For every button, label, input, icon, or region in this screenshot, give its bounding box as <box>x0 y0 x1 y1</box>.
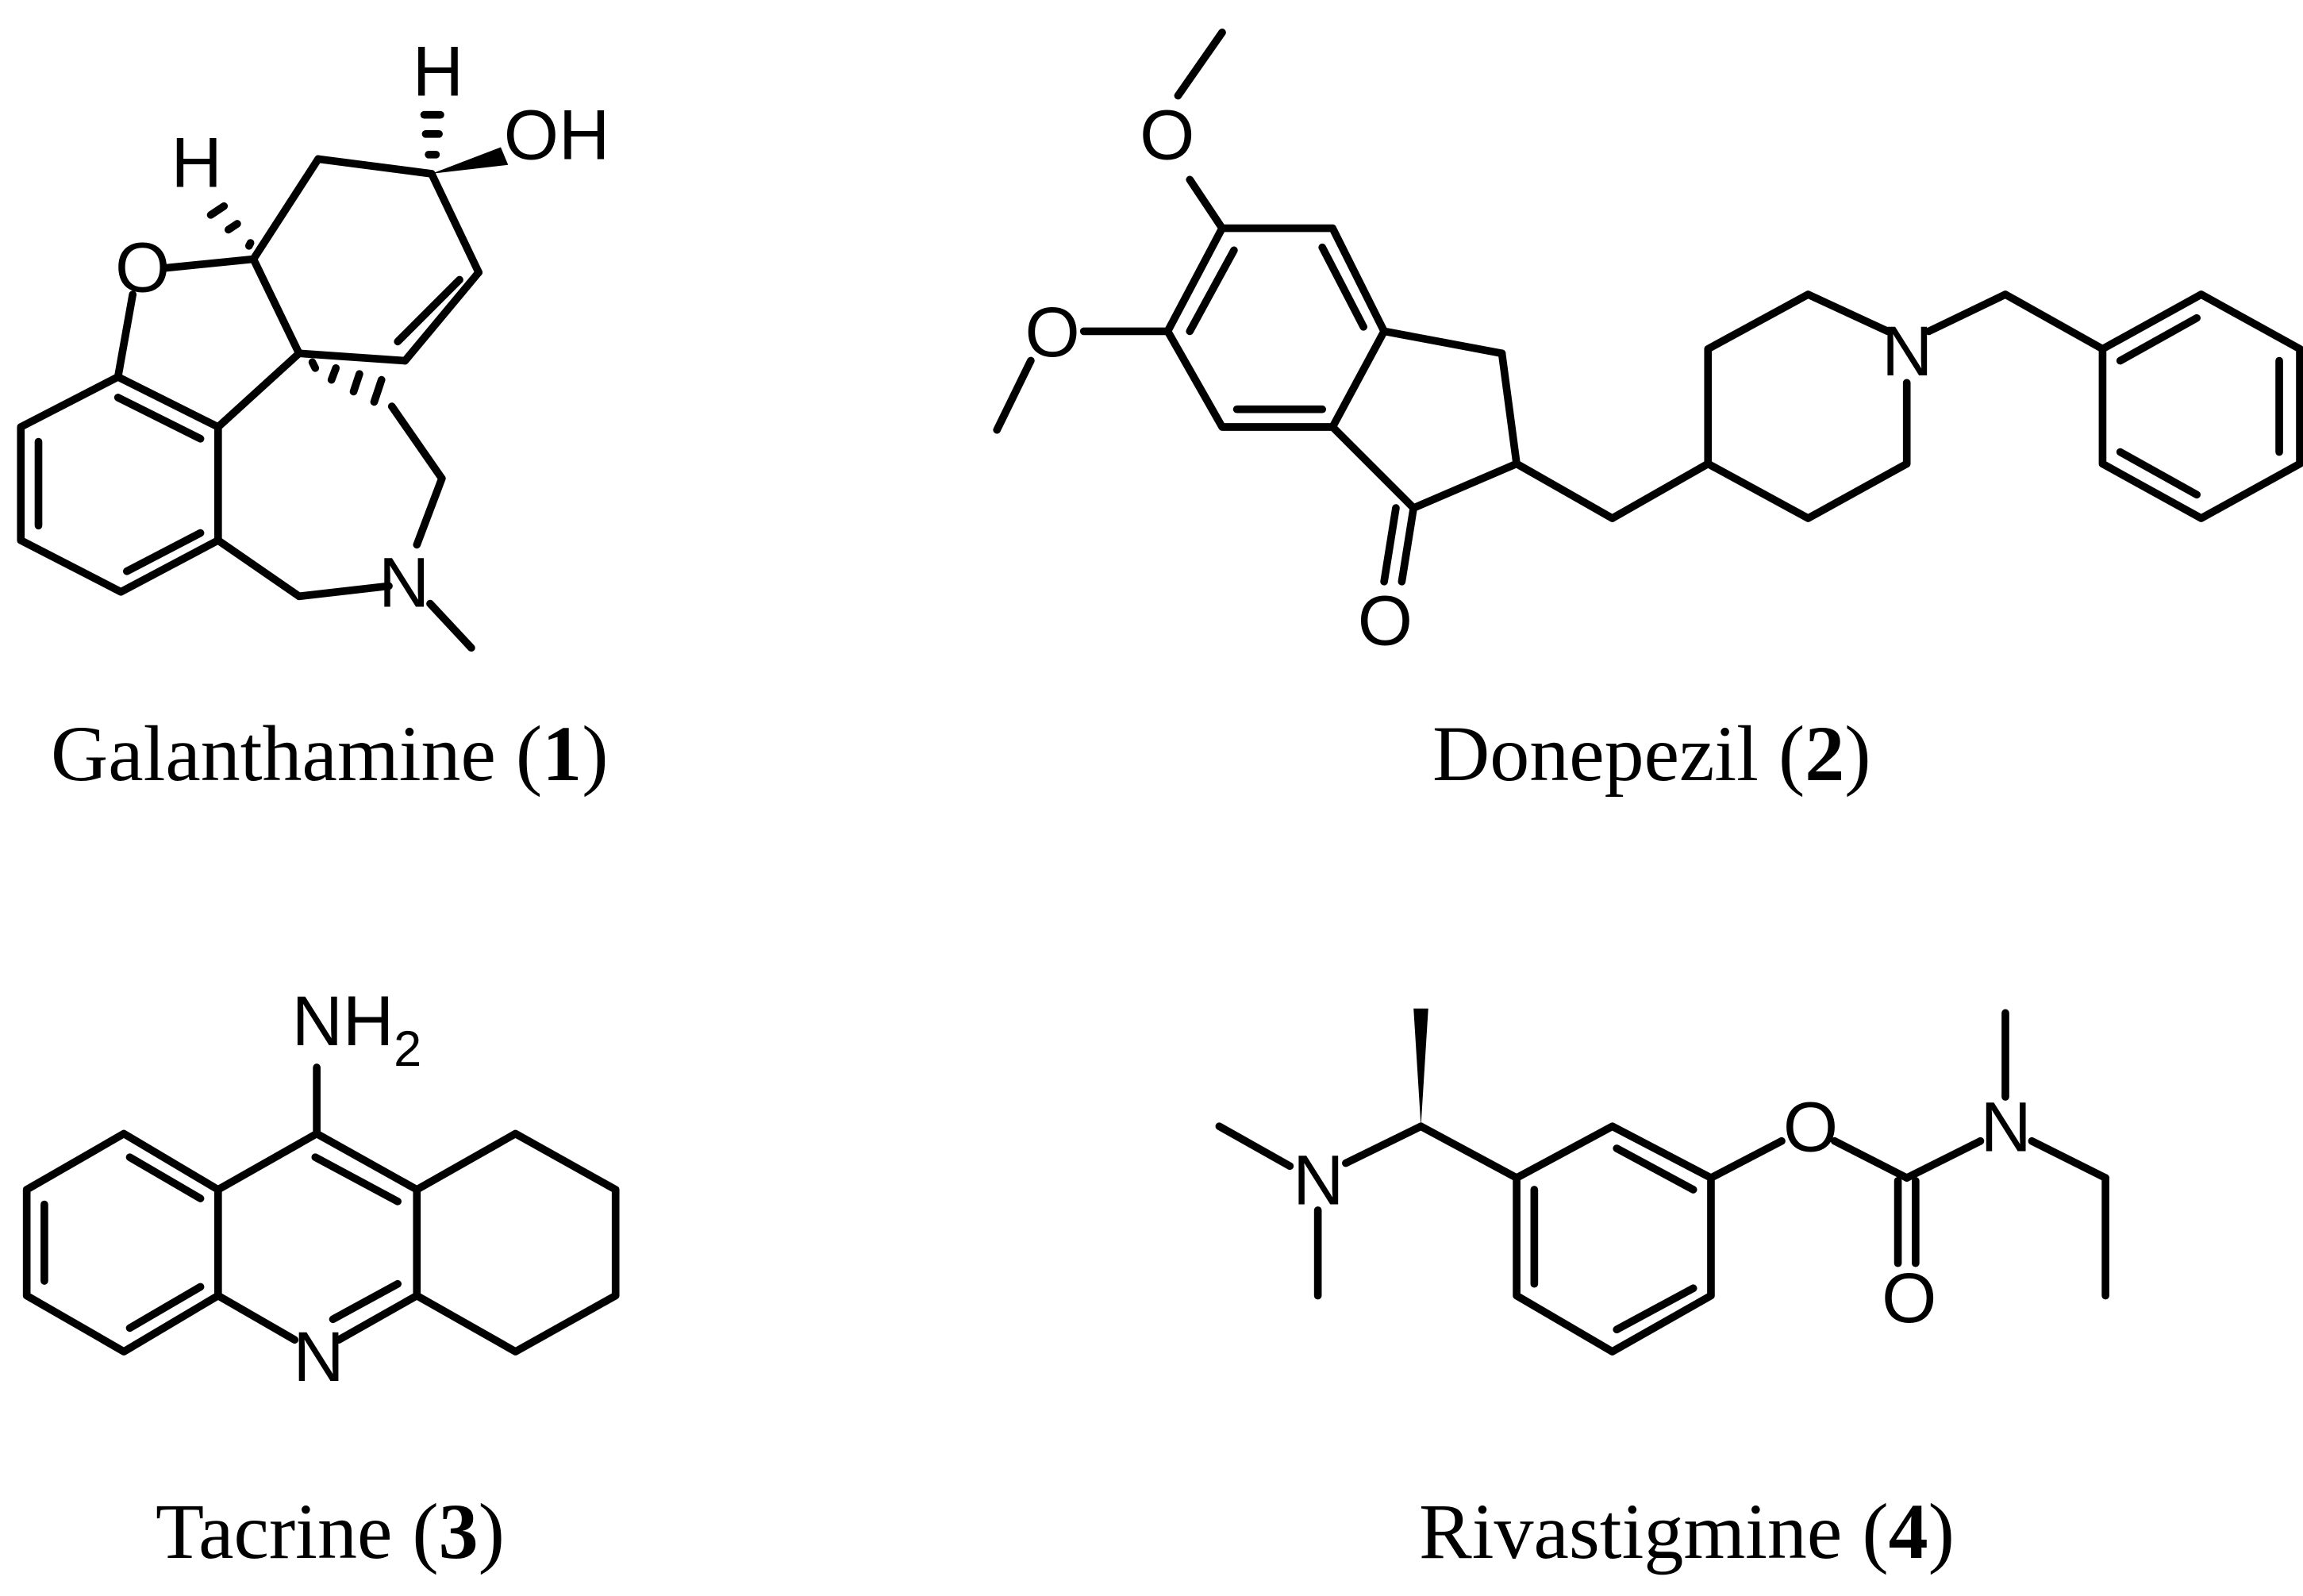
atom-label-o: O <box>1882 1258 1936 1337</box>
atom-label-o: O <box>115 227 170 306</box>
atom-label-o: O <box>1358 581 1413 660</box>
atom-label-n: N <box>1882 311 1932 390</box>
atom-label-n: N <box>293 1317 344 1396</box>
hash-bond <box>206 110 444 250</box>
atom-label-n: N <box>1980 1087 2031 1167</box>
atom-label-n: N <box>1293 1140 1344 1220</box>
tacrine-structure: NH2 N <box>22 981 620 1396</box>
donepezil-structure: O O O N <box>993 28 2303 660</box>
atom-label-o: O <box>1783 1087 1838 1167</box>
atom-label-oh: OH <box>504 94 610 174</box>
caption-rivastigmine: Rivastigmine (4) <box>1419 1487 1955 1575</box>
atom-label-n: N <box>379 542 429 621</box>
caption-tacrine: Tacrine (3) <box>156 1487 505 1575</box>
hash-bond <box>308 358 386 406</box>
caption-galanthamine: Galanthamine (1) <box>51 710 609 798</box>
rivastigmine-structure: N O O N <box>1215 1008 2109 1356</box>
galanthamine-structure: O H H OH N <box>17 32 610 652</box>
caption-donepezil: Donepezil (2) <box>1432 710 1871 798</box>
atom-label-h: H <box>171 123 221 202</box>
atom-label-h: H <box>413 32 463 111</box>
atom-label-nh2: NH2 <box>292 981 422 1077</box>
wedge-bond <box>1413 1008 1428 1127</box>
wedge-bond <box>431 147 509 174</box>
atom-label-o: O <box>1140 94 1194 174</box>
atom-label-o: O <box>1025 292 1079 371</box>
